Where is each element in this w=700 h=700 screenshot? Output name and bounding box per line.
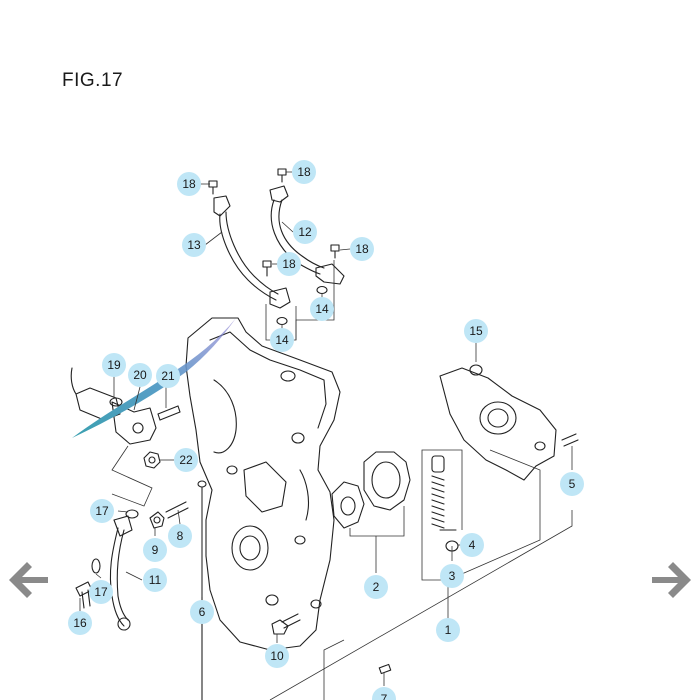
callout-5: 5 [560,472,584,496]
callout-1: 1 [436,618,460,642]
leader-lines [79,171,573,700]
svg-text:15: 15 [469,324,483,338]
callout-18: 18 [177,172,201,196]
svg-text:6: 6 [199,605,206,619]
callout-9: 9 [143,538,167,562]
timing-cover [185,317,341,651]
figure-title: FIG.17 [62,70,124,91]
svg-text:22: 22 [179,453,193,467]
bolt-10 [271,613,301,635]
oil-pump-case [439,364,579,481]
relief-valve [431,455,459,552]
callout-4: 4 [460,533,484,557]
callout-10: 10 [265,644,289,668]
svg-text:17: 17 [95,504,109,518]
callout-21: 21 [156,364,180,388]
callout-6: 6 [190,600,214,624]
bolt-21 [157,405,181,421]
svg-text:18: 18 [282,257,296,271]
next-page-button[interactable] [648,558,692,602]
svg-text:18: 18 [182,177,196,191]
svg-text:12: 12 [298,225,312,239]
svg-text:17: 17 [94,585,108,599]
callout-18: 18 [292,160,316,184]
svg-text:10: 10 [270,649,284,663]
oil-pipe-13 [213,195,291,309]
svg-text:4: 4 [469,538,476,552]
svg-text:9: 9 [152,543,159,557]
callout-18: 18 [277,252,301,276]
svg-text:14: 14 [275,333,289,347]
callout-2: 2 [364,575,388,599]
svg-text:19: 19 [107,358,121,372]
svg-text:1: 1 [445,623,452,637]
callout-16: 16 [68,611,92,635]
svg-text:2: 2 [373,580,380,594]
callout-12: 12 [293,220,317,244]
nut-22 [143,451,161,469]
callout-14: 14 [310,297,334,321]
fasteners-left [75,501,189,609]
callout-20: 20 [128,363,152,387]
callout-19: 19 [102,353,126,377]
svg-text:8: 8 [177,529,184,543]
pin-7 [378,663,392,675]
svg-text:5: 5 [569,477,576,491]
svg-text:3: 3 [449,569,456,583]
svg-text:21: 21 [161,369,175,383]
callout-7: 7 [372,687,396,700]
svg-text:14: 14 [315,302,329,316]
callout-18: 18 [350,237,374,261]
svg-text:11: 11 [149,573,162,587]
svg-text:7: 7 [381,692,388,700]
callout-8: 8 [168,524,192,548]
callout-14: 14 [270,328,294,352]
callout-15: 15 [464,319,488,343]
prev-page-button[interactable] [8,558,52,602]
svg-text:18: 18 [297,165,311,179]
oil-pump-rotors [331,451,411,529]
arrow-right-icon [652,562,691,598]
callout-17: 17 [89,580,113,604]
callout-17: 17 [90,499,114,523]
callout-11: 11 [143,568,167,592]
callout-3: 3 [440,564,464,588]
svg-text:20: 20 [133,368,147,382]
bolts-18 [208,168,340,277]
svg-text:18: 18 [355,242,369,256]
callout-13: 13 [182,233,206,257]
callout-22: 22 [174,448,198,472]
arrow-left-icon [9,562,48,598]
sensor-assembly [70,367,157,445]
svg-text:13: 13 [187,238,201,252]
svg-text:16: 16 [73,616,87,630]
